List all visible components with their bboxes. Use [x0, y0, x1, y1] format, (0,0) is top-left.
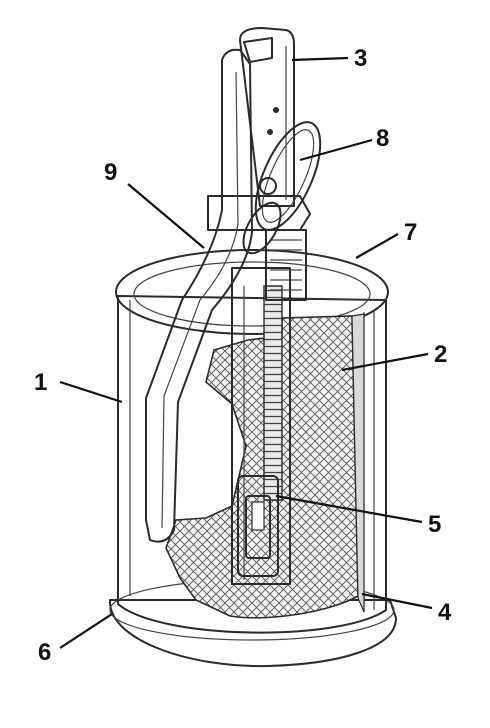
label-group: 1 2 3 4 5 6 7 8 9 [34, 45, 452, 666]
label-1: 1 [34, 369, 47, 396]
striker-stem [239, 27, 295, 207]
pull-ring [242, 121, 322, 255]
label-8: 8 [376, 125, 389, 152]
label-9: 9 [104, 159, 117, 186]
fuse-tube [231, 267, 291, 585]
safety-lever [145, 48, 253, 543]
label-5: 5 [428, 511, 441, 538]
leader-lines [59, 56, 433, 649]
label-3: 3 [354, 45, 367, 72]
leader-line-1 [59, 380, 123, 404]
detonator-capsule [237, 475, 279, 577]
label-2: 2 [434, 341, 447, 368]
explosive-charge [165, 313, 365, 619]
body-cylinder [117, 295, 387, 634]
leader-line-9 [127, 183, 205, 249]
leader-line-4 [361, 592, 433, 610]
fuse-head [207, 195, 311, 301]
leader-line-3 [291, 56, 349, 62]
label-7: 7 [404, 219, 417, 246]
leader-line-7 [355, 233, 399, 259]
base-flange [108, 599, 397, 668]
leader-line-8 [299, 138, 373, 162]
leader-line-6 [59, 613, 113, 649]
label-4: 4 [438, 599, 452, 626]
leader-line-2 [341, 352, 429, 372]
label-6: 6 [38, 639, 51, 666]
top-rim [115, 249, 389, 335]
leader-line-5 [275, 494, 423, 524]
